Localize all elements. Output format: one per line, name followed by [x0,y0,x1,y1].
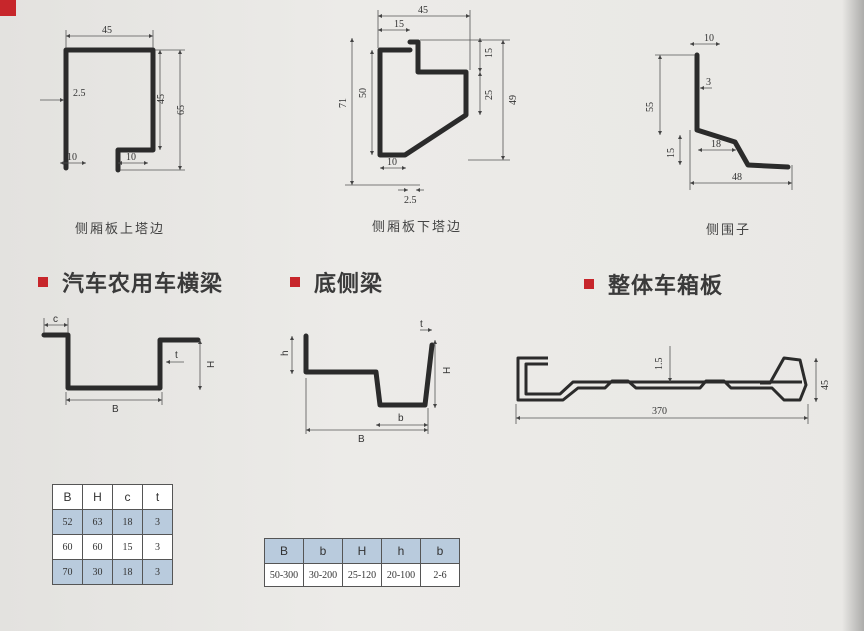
table-cell: 50-300 [264,563,304,587]
table-cell: 20-100 [381,563,421,587]
profile-box-panel [516,356,808,402]
dim-p4-B: B [112,404,119,415]
dim-p4-c: c [53,314,58,325]
dim-p3-base-48: 48 [732,172,742,183]
table-header: B [264,538,304,564]
dim-p2-seg-25: 25 [484,90,495,100]
spec-table-crossbeam: B H c t 52 63 18 3 60 60 15 3 70 30 18 3 [52,484,173,585]
bullet-square-icon [584,279,594,289]
table-cell: 18 [112,559,143,585]
table-header-row: B H c t [52,484,173,510]
dim-p6-height: 45 [820,380,831,390]
dim-p1-height-inner: 45 [156,94,167,104]
table-cell: 2-6 [420,563,460,587]
table-header: B [52,484,83,510]
dim-p3-step-18: 18 [711,139,721,150]
dim-p2-height-50: 50 [358,88,369,98]
dim-p2-foot: 10 [387,157,397,168]
caption-side-lower: 侧厢板下塔边 [372,220,463,235]
dim-p5-t: t [420,319,423,330]
table-cell: 52 [52,509,83,535]
table-cell: 25-120 [342,563,382,587]
dim-p3-top: 10 [704,33,714,44]
bullet-square-icon [290,277,300,287]
table-header: c [112,484,143,510]
table-cell: 60 [82,534,113,560]
table-cell: 70 [52,559,83,585]
dim-p2-height-49: 49 [508,95,519,105]
profile-bottom-beam [303,333,435,408]
table-header-row: B b H h b [264,538,460,564]
profile-side-lower [377,39,469,158]
table-cell: 15 [112,534,143,560]
table-header: b [420,538,460,564]
dim-p3-height-55: 55 [645,102,656,112]
dim-p1-foot-left: 10 [67,152,77,163]
dim-p3-seg-15: 15 [666,148,677,158]
profile-side-fence [694,52,791,170]
dim-p6-thickness: 1.5 [654,358,665,371]
profile-crossbeam [41,332,201,391]
table-cell: 18 [112,509,143,535]
spec-table-bottom-beam: B b H h b 50-300 30-200 25-120 20-100 2-… [264,538,460,587]
dim-p4-H: H [206,361,217,368]
heading-bottom-beam: 底侧梁 [290,266,383,298]
table-cell: 3 [142,534,173,560]
dim-p1-width: 45 [102,25,112,36]
table-cell: 60 [52,534,83,560]
table-header: b [303,538,343,564]
dim-p6-length: 370 [652,406,667,417]
dim-p1-height-total: 65 [176,105,187,115]
table-row: 70 30 18 3 [52,559,173,585]
dim-p5-H: H [442,367,453,374]
table-header: h [381,538,421,564]
dim-p5-B: B [358,434,365,445]
dim-p4-t: t [175,350,178,361]
table-cell: 3 [142,559,173,585]
caption-side-upper: 侧厢板上塔边 [75,222,166,237]
caption-side-fence: 侧围子 [706,223,752,238]
bullet-square-icon [38,277,48,287]
dim-p1-thickness: 2.5 [73,88,86,99]
dim-p5-h: h [280,350,291,356]
dim-p2-thickness: 2.5 [404,195,417,206]
heading-box-panel: 整体车箱板 [584,268,723,300]
dim-p3-thickness: 3 [706,77,711,88]
corner-marker [0,0,16,16]
table-header: H [342,538,382,564]
table-row: 60 60 15 3 [52,534,173,560]
dim-p2-seg-15: 15 [484,48,495,58]
heading-crossbeam-text: 汽车农用车横梁 [62,271,224,297]
table-header: t [142,484,173,510]
table-cell: 30-200 [303,563,343,587]
table-cell: 30 [82,559,113,585]
dim-p2-top-lip: 15 [394,19,404,30]
heading-crossbeam: 汽车农用车横梁 [38,266,223,298]
profile-side-upper [63,47,156,173]
heading-box-panel-text: 整体车箱板 [608,273,724,299]
page-edge-shadow [842,0,864,631]
table-cell: 3 [142,509,173,535]
dim-p5-b: b [398,413,404,424]
table-header: H [82,484,113,510]
table-row: 52 63 18 3 [52,509,173,535]
heading-bottom-beam-text: 底侧梁 [314,271,384,297]
table-row: 50-300 30-200 25-120 20-100 2-6 [264,563,460,587]
dim-p1-foot-right: 10 [126,152,136,163]
dim-p2-height-total: 71 [338,98,349,108]
table-cell: 63 [82,509,113,535]
dim-p2-width: 45 [418,5,428,16]
